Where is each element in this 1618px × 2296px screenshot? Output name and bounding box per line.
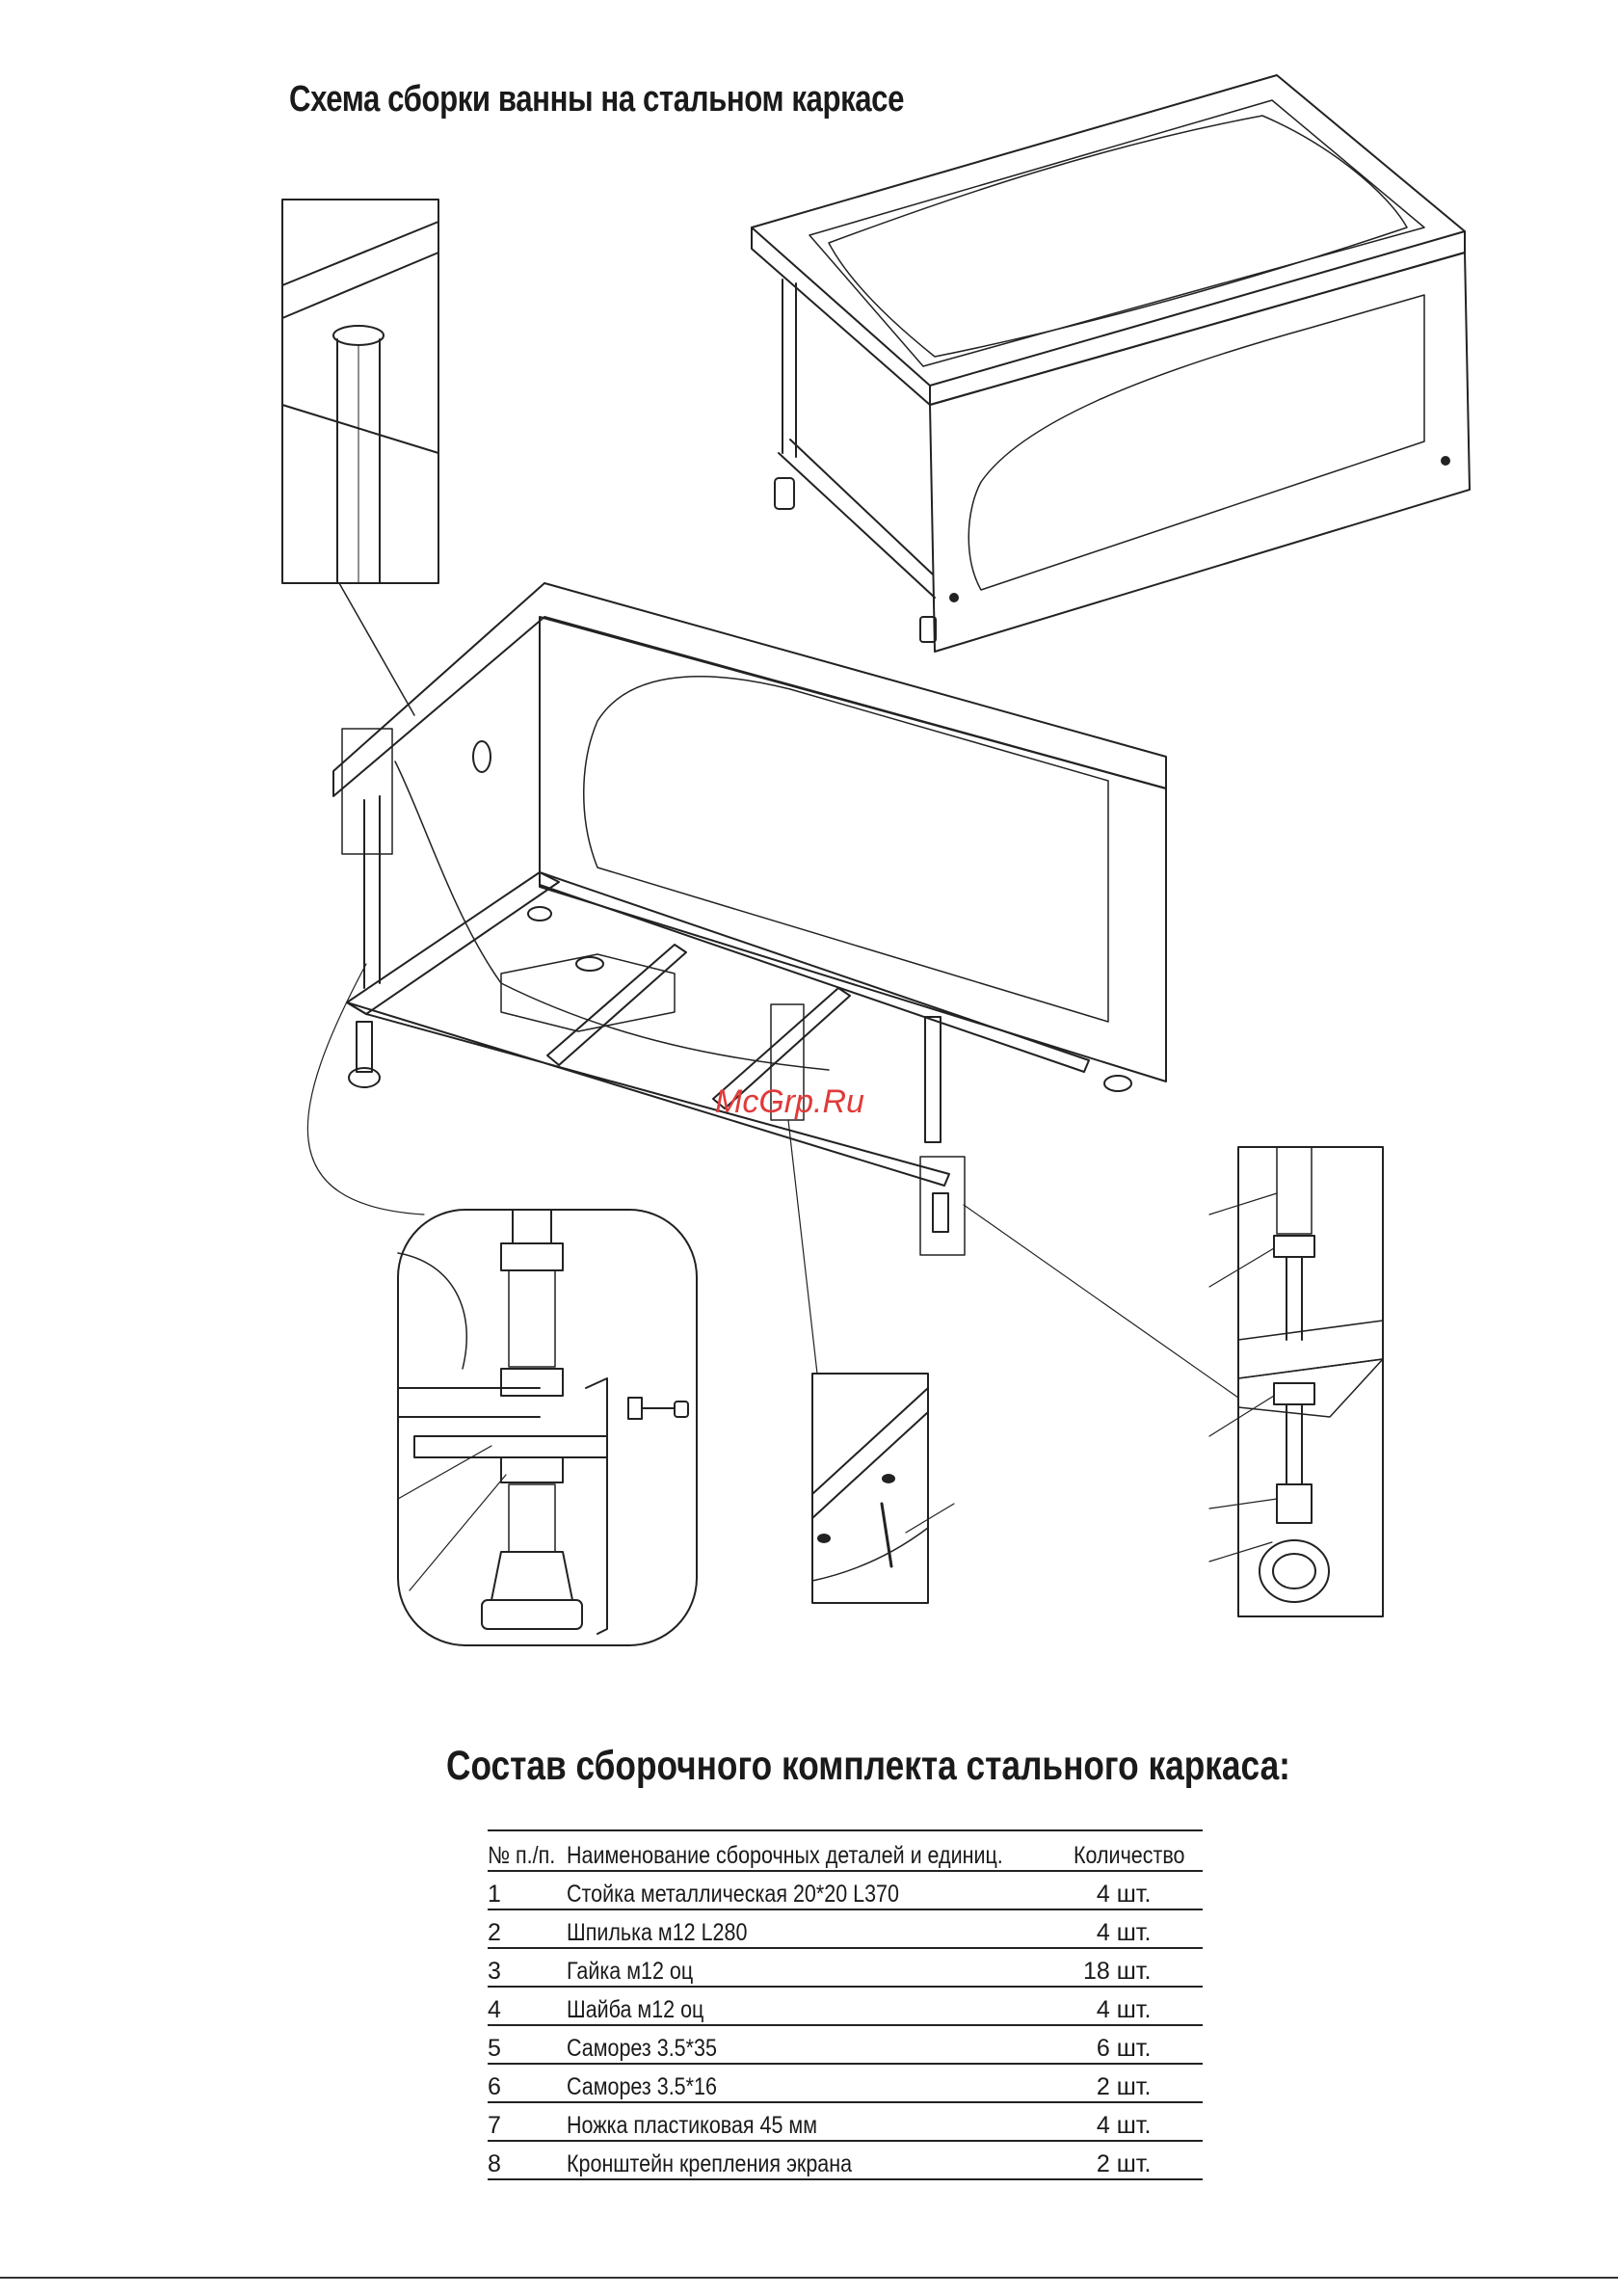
assembly-diagram	[281, 74, 1471, 1646]
row-no: 4	[488, 1987, 567, 2026]
row-no: 7	[488, 2102, 567, 2142]
column-header-name: Наименование сборочных деталей и единиц.	[566, 1829, 1074, 1872]
row-qty: 4 шт.	[1074, 1987, 1204, 2026]
parts-table: № п./п. Наименование сборочных деталей и…	[488, 1829, 1204, 2180]
leg-detail	[1208, 1146, 1384, 1617]
kit-title: Состав сборочного комплекта стального ка…	[446, 1743, 1290, 1789]
table-row: 4 Шайба м12 оц 4 шт.	[488, 1987, 1204, 2026]
row-qty: 18 шт.	[1074, 1948, 1204, 1988]
table-row: 7 Ножка пластиковая 45 мм 4 шт.	[488, 2102, 1204, 2142]
table-row: 6 Саморез 3.5*16 2 шт.	[488, 2064, 1204, 2103]
row-name: Шпилька м12 L280	[566, 1909, 1074, 1949]
column-header-qty: Количество	[1074, 1829, 1204, 1872]
row-name: Стойка металлическая 20*20 L370	[566, 1871, 1074, 1910]
row-no: 1	[488, 1871, 567, 1910]
row-name: Шайба м12 оц	[566, 1987, 1074, 2026]
assembled-bathtub-view	[751, 74, 1471, 653]
row-qty: 2 шт.	[1074, 2141, 1204, 2180]
row-name: Ножка пластиковая 45 мм	[566, 2102, 1074, 2142]
post-top-detail	[281, 199, 439, 716]
screw-detail	[811, 1373, 955, 1604]
row-name: Гайка м12 оц	[566, 1948, 1074, 1988]
row-qty: 2 шт.	[1074, 2064, 1204, 2103]
row-no: 2	[488, 1909, 567, 1949]
post-bottom-detail	[397, 1209, 698, 1646]
watermark: McGrp.Ru	[715, 1083, 864, 1120]
table-row: 3 Гайка м12 оц 18 шт.	[488, 1948, 1204, 1988]
row-no: 8	[488, 2141, 567, 2180]
row-name: Кронштейн крепления экрана	[566, 2141, 1074, 2180]
row-qty: 4 шт.	[1074, 1909, 1204, 1949]
page-title: Схема сборки ванны на стальном каркасе	[289, 79, 905, 120]
table-row: 8 Кронштейн крепления экрана 2 шт.	[488, 2141, 1204, 2180]
row-name: Саморез 3.5*35	[566, 2025, 1074, 2065]
table-header-row: № п./п. Наименование сборочных деталей и…	[488, 1829, 1204, 1872]
exploded-bathtub-view	[332, 582, 1167, 1256]
leader-lines	[306, 963, 1239, 1399]
row-name: Саморез 3.5*16	[566, 2064, 1074, 2103]
column-header-no: № п./п.	[488, 1829, 567, 1872]
row-no: 5	[488, 2025, 567, 2065]
row-qty: 4 шт.	[1074, 2102, 1204, 2142]
page-bottom-rule	[0, 2277, 1618, 2279]
row-no: 3	[488, 1948, 567, 1988]
row-qty: 4 шт.	[1074, 1871, 1204, 1910]
table-row: 1 Стойка металлическая 20*20 L370 4 шт.	[488, 1871, 1204, 1910]
row-no: 6	[488, 2064, 567, 2103]
table-row: 5 Саморез 3.5*35 6 шт.	[488, 2025, 1204, 2065]
table-row: 2 Шпилька м12 L280 4 шт.	[488, 1909, 1204, 1949]
row-qty: 6 шт.	[1074, 2025, 1204, 2065]
